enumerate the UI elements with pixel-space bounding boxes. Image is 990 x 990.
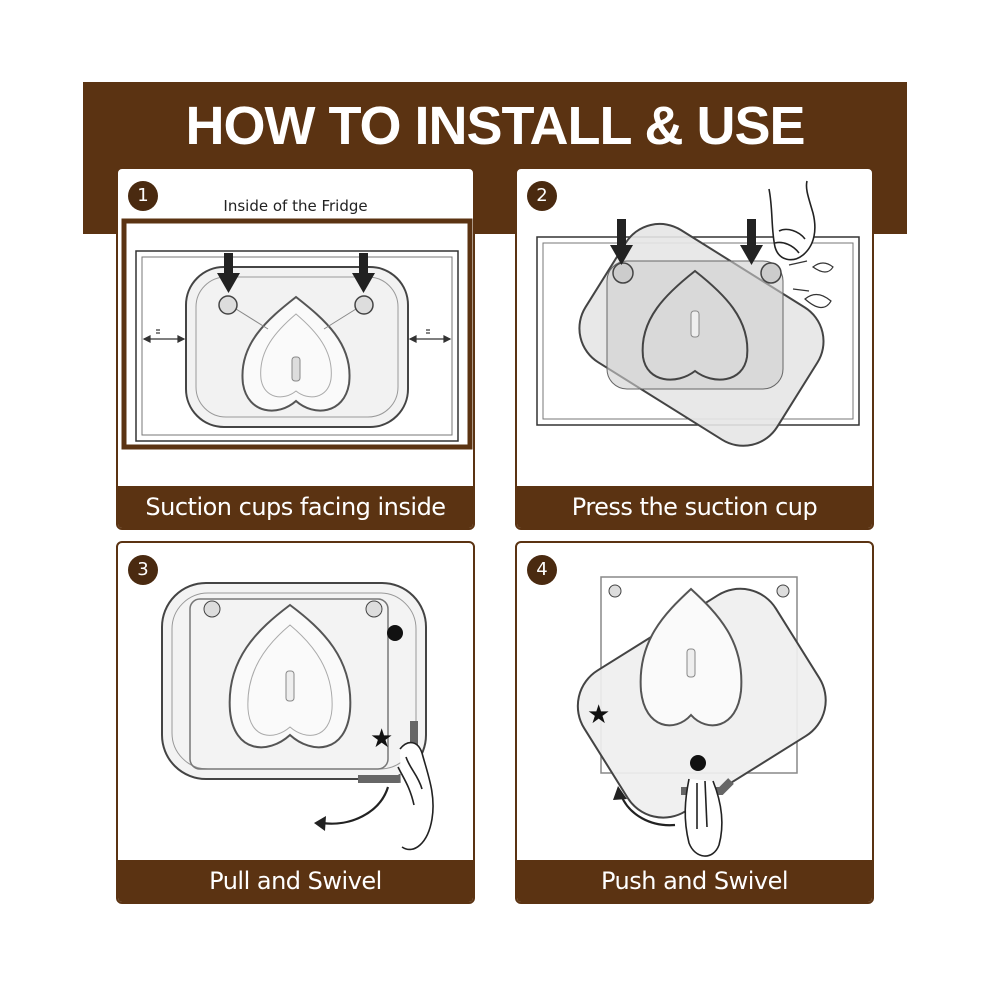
heart-icon <box>241 295 351 412</box>
step-number: 1 <box>128 181 158 211</box>
motion-lines-icon <box>788 260 834 309</box>
step-3-panel: ★ 3 Pull and Swivel <box>116 541 475 904</box>
hand-icon <box>684 778 723 857</box>
step-4-illustration: ★ <box>576 576 827 857</box>
step-number: 3 <box>128 555 158 585</box>
step-caption: Pull and Swivel <box>118 860 473 902</box>
step-3-illustration: ★ <box>161 582 434 851</box>
down-arrow-icon <box>610 219 633 265</box>
curved-arrow-icon <box>314 786 390 831</box>
suction-cup-icon <box>760 262 782 284</box>
step-2-illustration <box>536 180 860 447</box>
step-1-panel: 1 Inside of the Fridge Suction cups faci… <box>116 167 475 530</box>
step-caption: Suction cups facing inside <box>118 486 473 528</box>
suction-cup-icon <box>218 295 238 315</box>
suction-cup-icon <box>354 295 374 315</box>
hand-icon <box>768 180 816 261</box>
dot-icon <box>690 755 706 771</box>
step-caption: Push and Swivel <box>517 860 872 902</box>
hand-icon <box>397 741 434 851</box>
double-arrow-icon <box>408 329 452 343</box>
dot-icon <box>387 625 403 641</box>
step-subtitle: Inside of the Fridge <box>223 197 368 215</box>
star-icon: ★ <box>587 700 610 730</box>
page-title: HOW TO INSTALL & USE <box>185 96 805 156</box>
star-icon: ★ <box>370 724 393 754</box>
step-number: 2 <box>527 181 557 211</box>
step-1-illustration <box>121 218 473 450</box>
fridge-frame <box>121 218 473 450</box>
down-arrow-icon <box>740 219 763 265</box>
step-number: 4 <box>527 555 557 585</box>
down-arrow-icon <box>352 253 375 293</box>
step-caption: Press the suction cup <box>517 486 872 528</box>
double-arrow-icon <box>142 329 186 343</box>
step-4-panel: ★ 4 Push and Swivel <box>515 541 874 904</box>
step-2-panel: 2 Press the suction cup <box>515 167 874 530</box>
suction-cup-icon <box>612 262 634 284</box>
down-arrow-icon <box>217 253 240 293</box>
curved-arrow-icon <box>613 786 676 827</box>
